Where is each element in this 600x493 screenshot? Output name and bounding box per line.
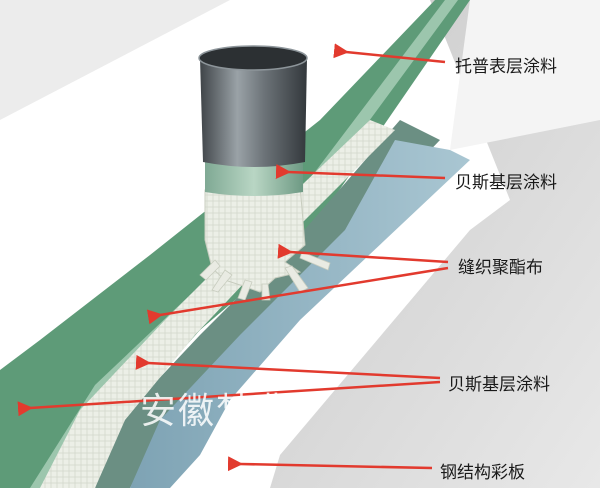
arrow-top-coating [333,43,446,64]
label-steel-color-plate: 钢结构彩板 [440,463,525,483]
steel-color-plate-strip [130,140,470,488]
arrow-bes-base-coating-lower-outer [17,380,441,417]
label-stitched-polyester-cloth: 缝织聚酯布 [458,258,543,278]
pipe-top-opening [198,45,308,71]
pipe-body [200,58,307,167]
right-background [450,0,600,150]
watermark-text: 安徽梵典 [140,391,293,432]
polyester-fabric-strip [40,120,395,488]
arrow-bes-base-coating-upper [275,164,446,180]
label-top-coating: 托普表层涂料 [455,57,557,77]
label-bes-base-coating-upper: 贝斯基层涂料 [455,173,557,193]
pipe-fabric-flange [199,184,331,301]
arrow-steel-color-plate [227,456,433,472]
arrow-bes-base-coating-lower [135,354,441,380]
left-roof-slope [0,0,230,120]
base-coating-layer [95,120,440,488]
arrow-polyester-cloth-pipe [277,243,449,264]
arrow-polyester-cloth-strip [146,266,449,325]
label-bes-base-coating-lower: 贝斯基层涂料 [448,375,550,395]
